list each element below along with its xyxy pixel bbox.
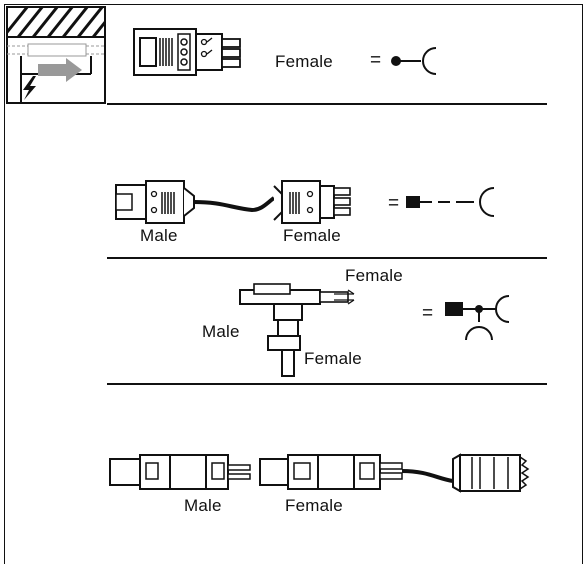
tee-splitter-symbol (445, 295, 510, 341)
tee-splitter-drawing (239, 283, 355, 377)
equals-sign-2: = (388, 193, 400, 214)
female-label-1: Female (275, 52, 333, 71)
male-label-4: Male (184, 496, 222, 515)
equals-sign-3: = (422, 303, 434, 324)
male-label-3: Male (202, 322, 240, 341)
inline-connectors-drawing (109, 453, 530, 493)
male-female-extension-symbol (406, 187, 495, 217)
female-label-2: Female (283, 226, 341, 245)
male-label-2: Male (140, 226, 178, 245)
separator-1 (107, 103, 547, 105)
page-frame (4, 4, 583, 564)
equals-sign-1: = (370, 50, 382, 71)
separator-2 (107, 257, 547, 259)
female-label-4: Female (285, 496, 343, 515)
separator-3 (107, 383, 547, 385)
male-female-extension-drawing (115, 180, 351, 224)
female-connector-drawing (133, 28, 241, 76)
female-socket-symbol (391, 47, 437, 75)
female-bottom-label-3: Female (304, 349, 362, 368)
female-top-label-3: Female (345, 266, 403, 285)
hatched-block-arrow-lightning-icon (6, 6, 106, 104)
